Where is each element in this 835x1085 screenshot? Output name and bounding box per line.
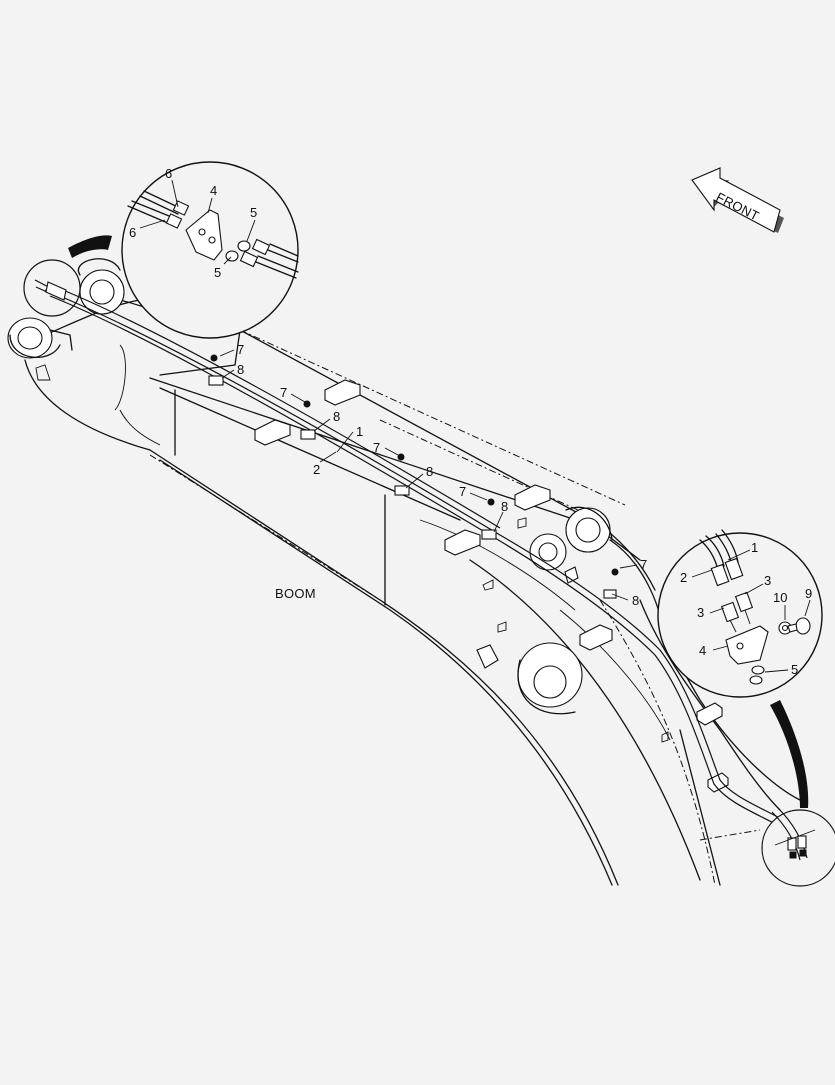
boom-label: BOOM [275,586,316,601]
callout-6: 6 [165,166,172,181]
callout-8: 8 [333,409,340,424]
callout-1: 1 [356,424,363,439]
callout-5: 5 [250,205,257,220]
main-leaders [219,349,638,601]
callout-7: 7 [459,484,466,499]
detail-view-foot: 6 6 4 5 5 [23,161,299,339]
callout-7: 7 [280,385,287,400]
callout-5: 5 [214,265,221,280]
callout-8: 8 [632,593,639,608]
callout-2: 2 [313,462,320,477]
callout-6: 6 [129,225,136,240]
callout-9: 9 [805,586,812,601]
callout-2: 2 [680,570,687,585]
callout-8: 8 [501,499,508,514]
callout-8: 8 [237,362,244,377]
callout-8: 8 [426,464,433,479]
callout-3: 3 [764,573,771,588]
front-arrow: FRONT [691,167,784,233]
callout-1: 1 [751,540,758,555]
callout-7: 7 [237,342,244,357]
callout-7: 7 [373,440,380,455]
main-callouts: 7 8 7 8 1 2 7 8 7 8 7 8 [237,342,647,608]
clamp-set [208,354,619,599]
callout-4: 4 [210,183,217,198]
callout-10: 10 [773,590,787,605]
boom-structure [7,258,801,886]
callout-5: 5 [791,662,798,677]
callout-7: 7 [640,557,647,572]
callout-3: 3 [697,605,704,620]
hose-assembly [44,283,801,837]
detail-view-arm-end: 1 2 3 3 4 5 9 10 [657,529,835,887]
callout-4: 4 [699,643,706,658]
